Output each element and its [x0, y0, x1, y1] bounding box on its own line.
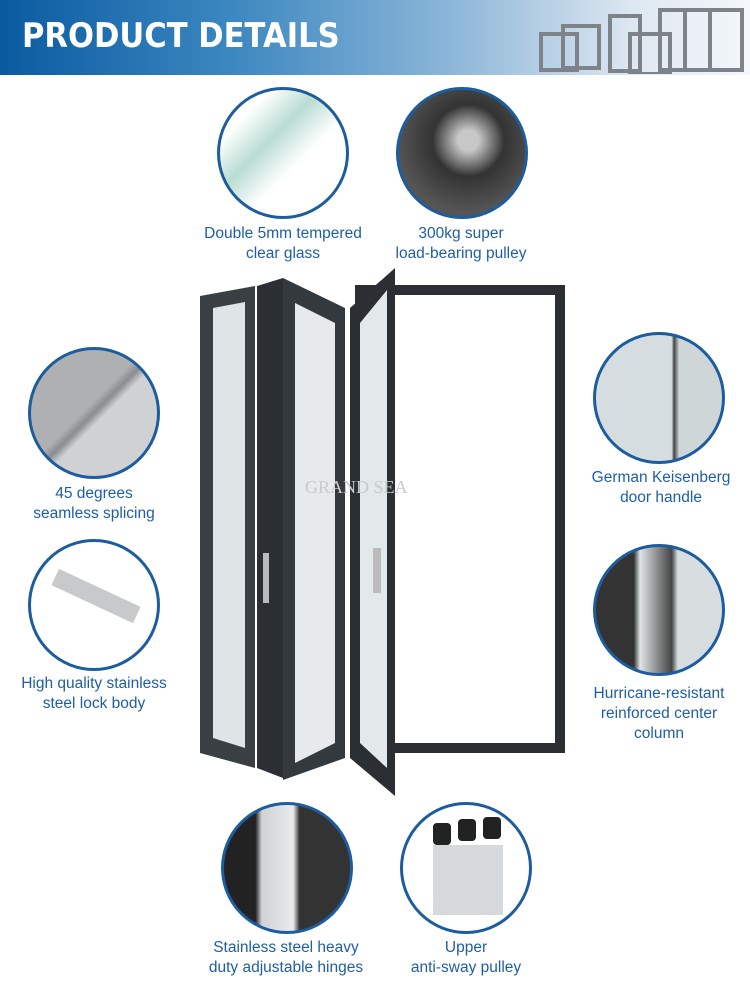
watermark: GRAND SEA	[305, 477, 408, 497]
handle-detail-photo	[593, 332, 725, 464]
corner-detail-photo	[28, 347, 160, 479]
page-title: PRODUCT DETAILS	[22, 16, 340, 56]
windows-graphic-icon	[539, 8, 744, 74]
anti-sway-detail-photo	[400, 802, 532, 934]
bifold-door-image: GRAND SEA	[200, 268, 565, 796]
glass-detail-photo	[217, 87, 349, 219]
pulley-detail-photo	[396, 87, 528, 219]
hinge-detail-photo	[221, 802, 353, 934]
column-detail-photo	[593, 544, 725, 676]
lock-detail-photo	[28, 539, 160, 671]
header-banner: PRODUCT DETAILS	[0, 0, 750, 75]
